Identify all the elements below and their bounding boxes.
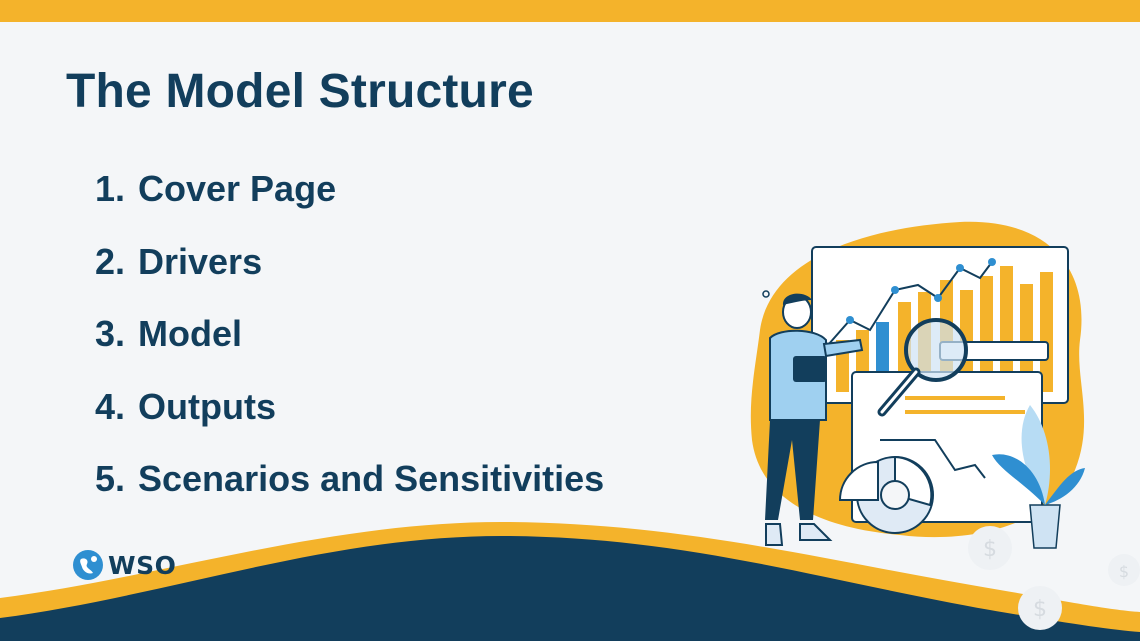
globe-icon bbox=[73, 550, 103, 580]
svg-text:$: $ bbox=[1033, 597, 1047, 622]
list-item-label: Scenarios and Sensitivities bbox=[138, 458, 605, 500]
list-item-number: 4. bbox=[95, 385, 126, 427]
navy-wave bbox=[0, 535, 1140, 641]
list-item: 3. Model bbox=[95, 298, 604, 371]
list-item-label: Outputs bbox=[138, 385, 276, 427]
list-item-number: 2. bbox=[95, 240, 126, 282]
analytics-illustration: $ $ $ bbox=[750, 221, 1140, 630]
list-item: 4. Outputs bbox=[95, 371, 604, 444]
page-title: The Model Structure bbox=[66, 65, 534, 118]
dollar-coin-icon: $ bbox=[1108, 554, 1140, 586]
svg-text:$: $ bbox=[1119, 562, 1129, 581]
line-chart-icon bbox=[827, 258, 996, 346]
dollar-coin-icon: $ bbox=[968, 526, 1012, 570]
dollar-coin-icon: $ bbox=[1018, 586, 1062, 630]
list-item-number: 1. bbox=[95, 168, 126, 210]
magnifying-glass-icon bbox=[877, 318, 968, 417]
list-item-label: Model bbox=[138, 313, 242, 355]
logo-text: WSO bbox=[108, 550, 177, 580]
svg-text:$: $ bbox=[983, 537, 997, 562]
list-item-number: 5. bbox=[95, 458, 126, 500]
structure-list: 1. Cover Page 2. Drivers 3. Model 4. Out… bbox=[95, 153, 604, 516]
list-item: 2. Drivers bbox=[95, 226, 604, 299]
list-item-label: Cover Page bbox=[138, 168, 337, 210]
top-accent-bar bbox=[0, 0, 1140, 22]
list-item: 1. Cover Page bbox=[95, 153, 604, 226]
tablet-icon bbox=[793, 356, 827, 382]
list-item-label: Drivers bbox=[138, 240, 263, 282]
plant-icon bbox=[992, 405, 1085, 549]
pie-chart-icon bbox=[838, 455, 934, 534]
list-item: 5. Scenarios and Sensitivities bbox=[95, 443, 604, 516]
wso-logo: WSO bbox=[72, 549, 176, 581]
list-item-number: 3. bbox=[95, 313, 126, 355]
